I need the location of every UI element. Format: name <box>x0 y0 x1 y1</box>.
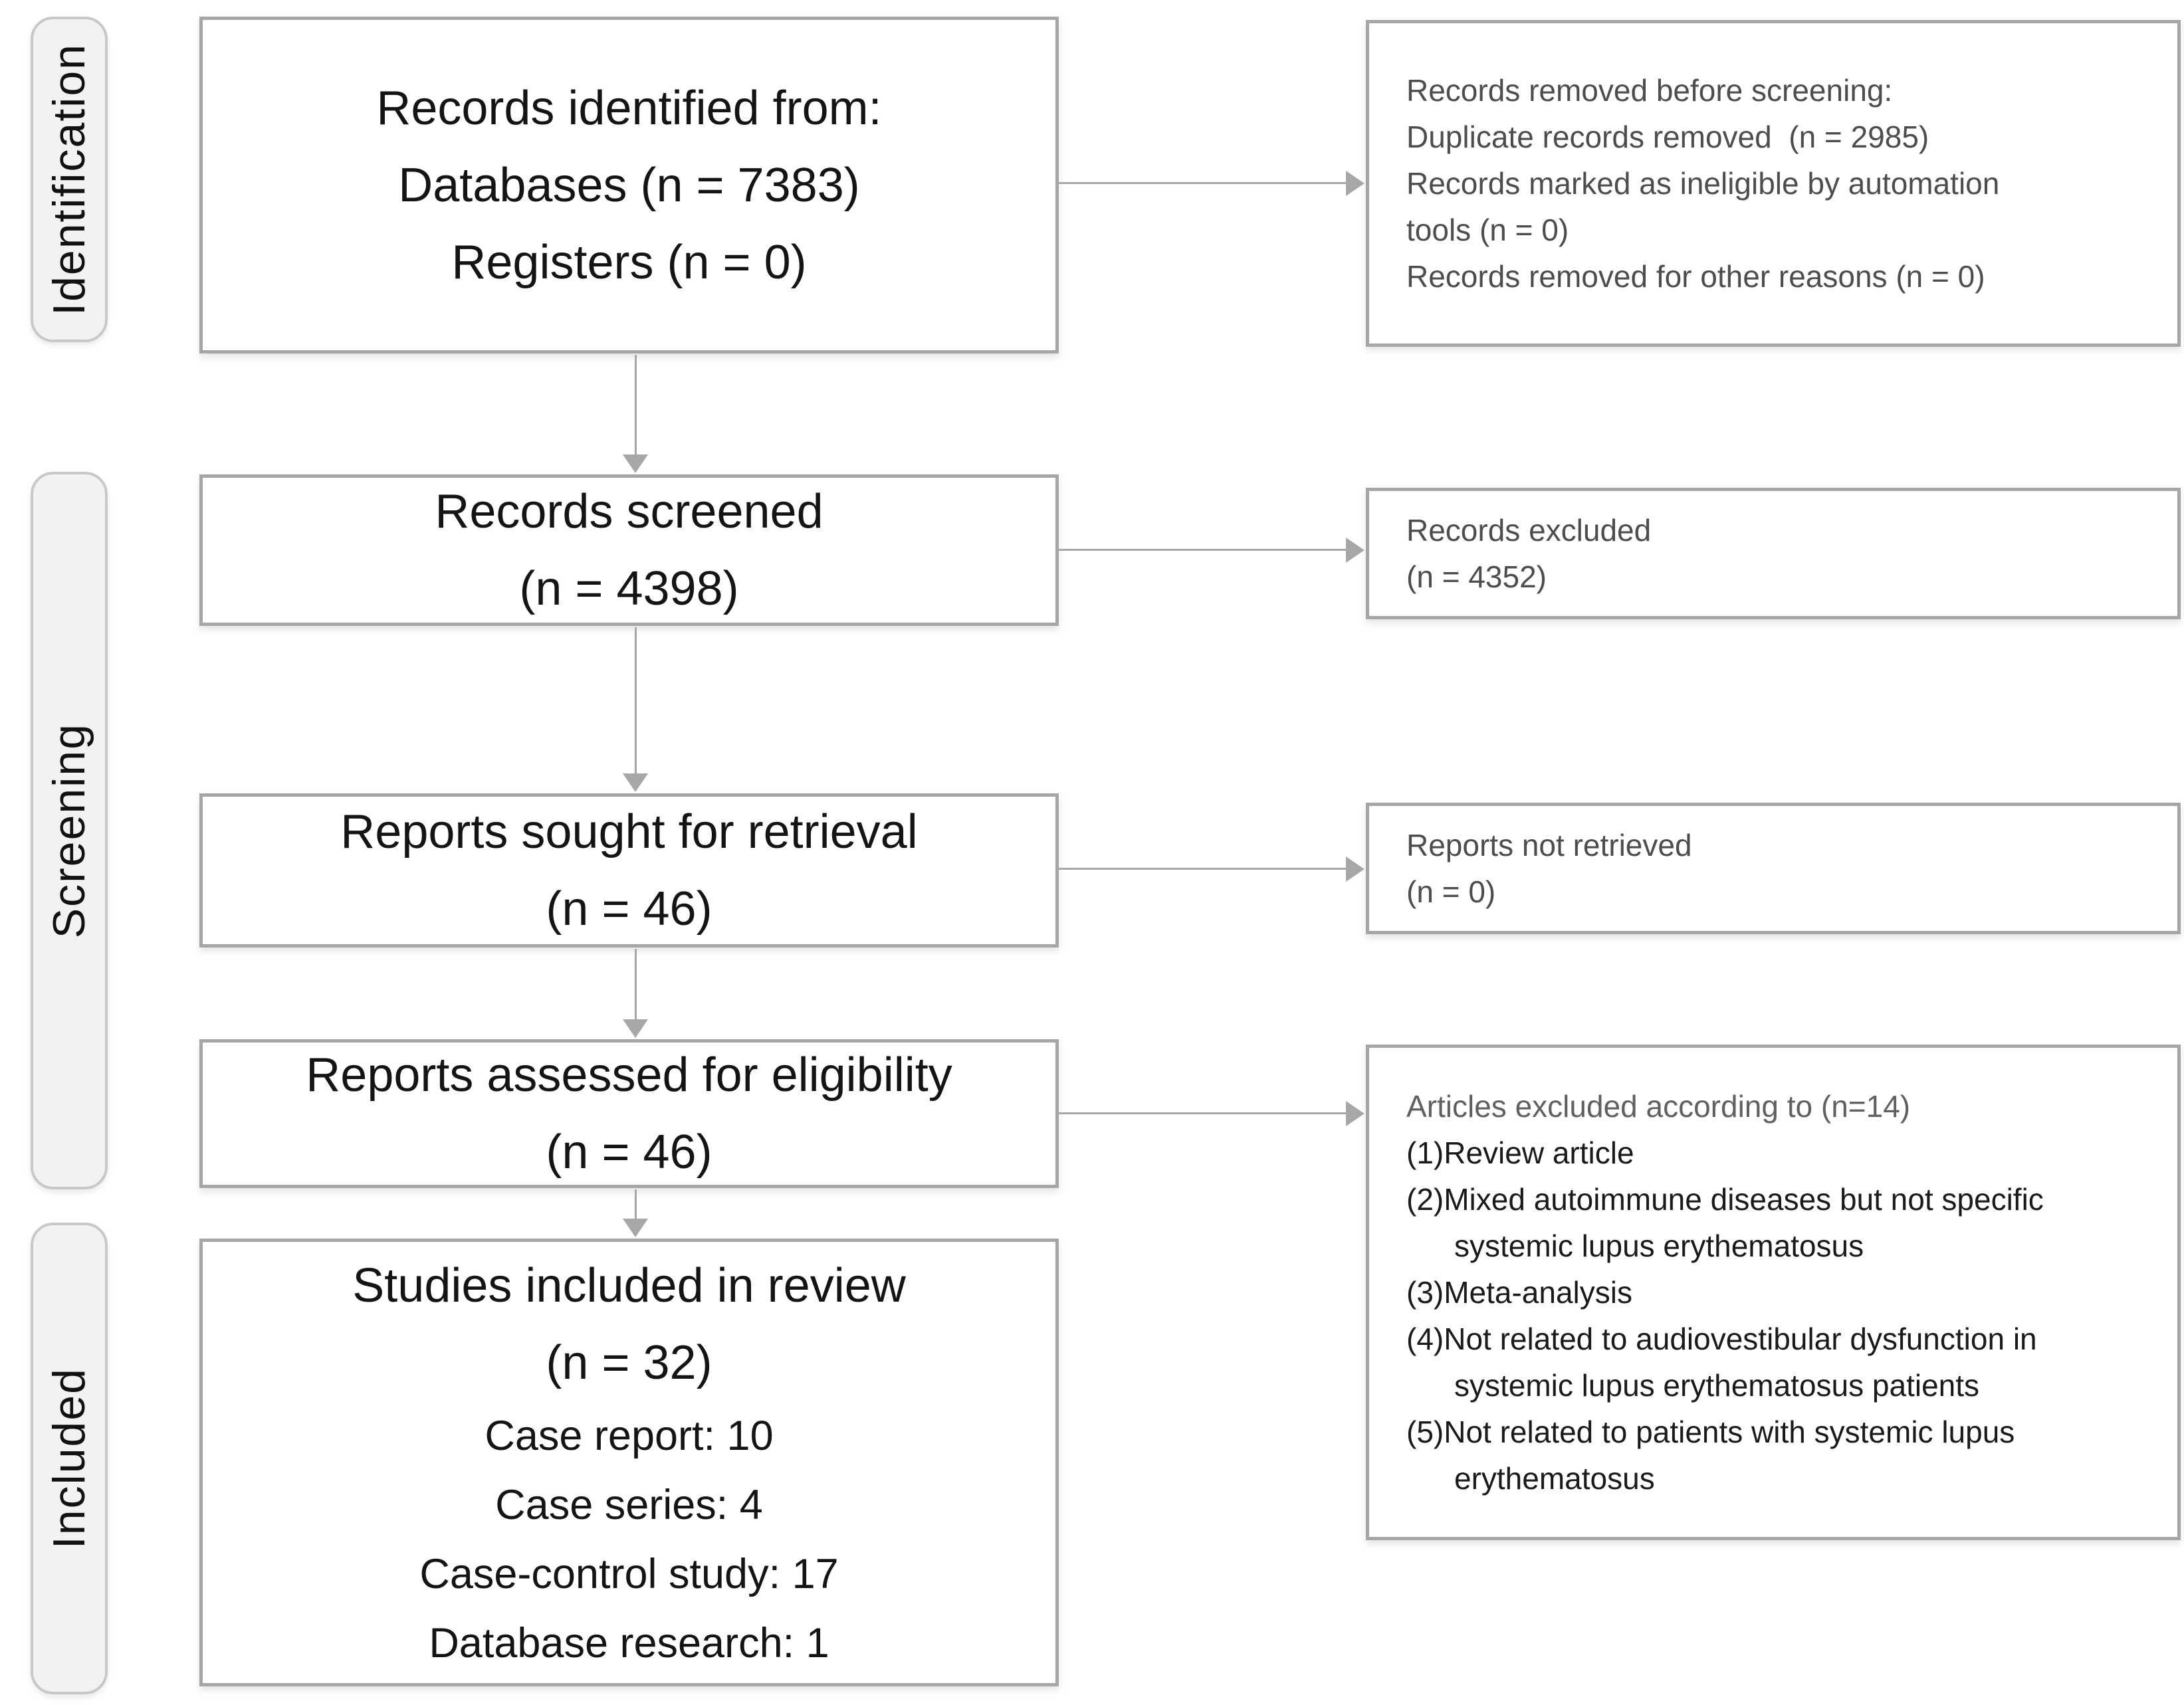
text-line: (n = 46) <box>546 1126 712 1179</box>
text-line: Case report: 10 <box>485 1413 774 1459</box>
text-line: Case series: 4 <box>495 1482 763 1528</box>
records-identified-box: Records identified from: Databases (n = … <box>199 17 1059 353</box>
text-line: Studies included in review <box>352 1259 906 1312</box>
stage-label-text: Included <box>44 1367 94 1550</box>
text-line: Databases (n = 7383) <box>398 158 860 212</box>
arrow-right-line <box>1059 1112 1346 1114</box>
arrow-right-icon <box>1346 538 1365 563</box>
text-line: Database research: 1 <box>429 1620 829 1666</box>
arrow-right-line <box>1059 868 1346 870</box>
arrow-down-icon <box>623 773 648 792</box>
text-line: Reports sought for retrieval <box>340 805 918 858</box>
stage-label-identification: Identification <box>31 17 108 342</box>
stage-label-text: Screening <box>44 722 94 939</box>
arrow-down-line <box>635 627 637 773</box>
text-line: (n = 0) <box>1406 874 1496 909</box>
arrow-right-line <box>1059 182 1346 184</box>
arrow-down-line <box>635 1189 637 1219</box>
stage-label-included: Included <box>31 1223 108 1694</box>
arrow-down-line <box>635 949 637 1019</box>
exclusion-item: (4)Not related to audiovestibular dysfun… <box>1406 1322 2046 1403</box>
text-line: (n = 32) <box>546 1336 712 1389</box>
text-line: (n = 46) <box>546 882 712 936</box>
arrow-down-icon <box>623 454 648 473</box>
exclusion-item: (2)Mixed autoimmune diseases but not spe… <box>1406 1182 2052 1263</box>
arrow-right-line <box>1059 549 1346 551</box>
reports-assessed-box: Reports assessed for eligibility (n = 46… <box>199 1039 1059 1188</box>
arrow-right-icon <box>1346 171 1365 196</box>
text-line: Records removed before screening: <box>1406 73 1893 108</box>
exclusion-header: Articles excluded according to (n=14) <box>1406 1089 1911 1124</box>
arrow-down-line <box>635 355 637 454</box>
exclusion-item: (3)Meta-analysis <box>1406 1275 1632 1310</box>
text-line: Records excluded <box>1406 513 1652 548</box>
records-removed-before-screening-box: Records removed before screening: Duplic… <box>1366 20 2181 347</box>
reports-sought-box: Reports sought for retrieval (n = 46) <box>199 793 1059 948</box>
text-line: Records identified from: <box>376 81 882 135</box>
text-line: Case-control study: 17 <box>419 1551 839 1597</box>
text-line: Records removed for other reasons (n = 0… <box>1406 259 1985 294</box>
text-line: (n = 4352) <box>1406 559 1547 594</box>
text-line: (n = 4398) <box>519 562 739 615</box>
records-screened-box: Records screened (n = 4398) <box>199 474 1059 626</box>
articles-excluded-box: Articles excluded according to (n=14) (1… <box>1366 1045 2181 1540</box>
stage-label-screening: Screening <box>31 472 108 1189</box>
text-line: Reports assessed for eligibility <box>306 1049 952 1102</box>
arrow-right-icon <box>1346 1101 1365 1126</box>
reports-not-retrieved-box: Reports not retrieved (n = 0) <box>1366 803 2181 934</box>
stage-label-text: Identification <box>44 43 94 316</box>
arrow-down-icon <box>623 1219 648 1237</box>
exclusion-item: (5)Not related to patients with systemic… <box>1406 1415 2024 1496</box>
exclusion-item: (1)Review article <box>1406 1136 1634 1170</box>
text-line: Records marked as ineligible by automati… <box>1406 166 2009 247</box>
studies-included-box: Studies included in review (n = 32) Case… <box>199 1239 1059 1686</box>
text-line: Records screened <box>435 485 823 538</box>
records-excluded-box: Records excluded (n = 4352) <box>1366 488 2181 619</box>
arrow-right-icon <box>1346 856 1365 882</box>
text-line: Reports not retrieved <box>1406 828 1692 862</box>
arrow-down-icon <box>623 1019 648 1038</box>
text-line: Registers (n = 0) <box>451 235 807 289</box>
text-line: Duplicate records removed (n = 2985) <box>1406 120 1929 154</box>
